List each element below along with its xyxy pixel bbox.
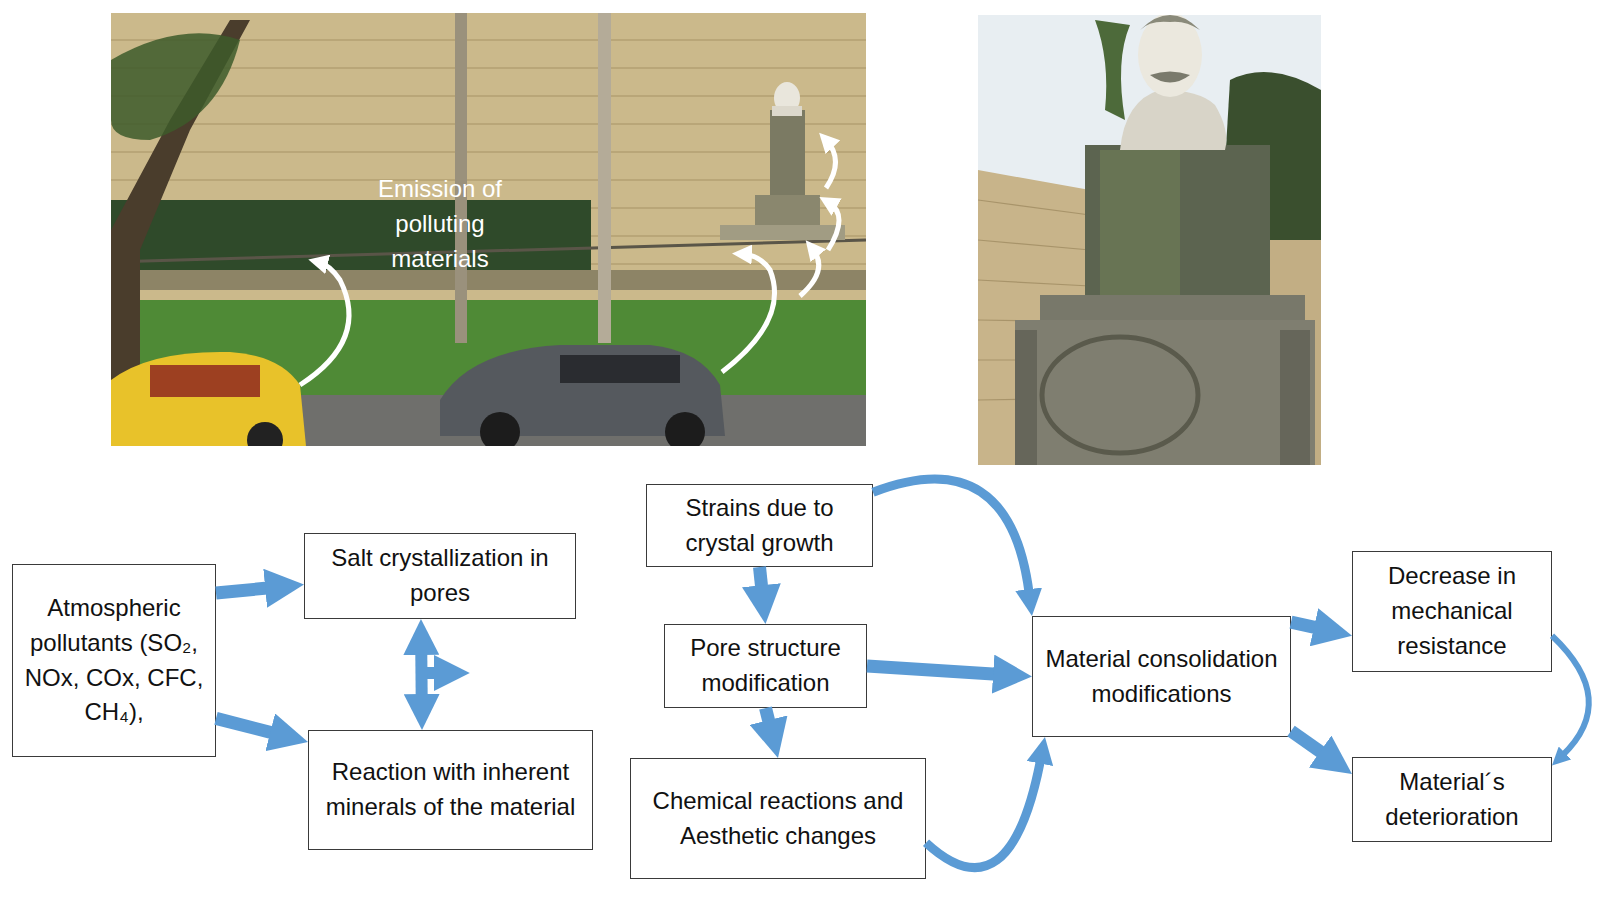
box-label: Atmospheric pollutants (SO₂, NOx, COx, C…: [21, 591, 207, 730]
box-text-group: Reaction with inherent minerals of the m…: [317, 755, 584, 825]
box-label: Pore structure modification: [673, 631, 858, 701]
flow-arrow: [1291, 622, 1322, 629]
box-text-group: Pore structure modification: [673, 631, 858, 701]
box-text-group: Decrease in mechanical resistance: [1361, 559, 1543, 663]
box-text-group: Material consolidation modifications: [1041, 642, 1282, 712]
box-text-group: Strains due to crystal growth: [655, 491, 864, 561]
flow-arrow: [1291, 731, 1327, 756]
process-box: Strains due to crystal growth: [646, 484, 873, 567]
process-box: Salt crystallization in pores: [304, 533, 576, 619]
box-label: Material consolidation modifications: [1041, 642, 1282, 712]
box-label: Chemical reactions and Aesthetic changes: [639, 784, 917, 854]
box-label: Material´s deterioration: [1361, 765, 1543, 835]
process-box: Material´s deterioration: [1352, 757, 1552, 842]
flow-arrow: [760, 567, 763, 593]
flow-arrow: [867, 666, 1001, 675]
monument-photo: [978, 15, 1321, 465]
process-box: Reaction with inherent minerals of the m…: [308, 730, 593, 850]
process-box: Atmospheric pollutants (SO₂, NOx, COx, C…: [12, 564, 216, 757]
street-photo: [111, 13, 866, 446]
flow-arrow: [766, 708, 771, 728]
box-text-group: Material´s deterioration: [1361, 765, 1543, 835]
box-text-group: Salt crystallization in pores: [313, 541, 567, 611]
flow-arrow: [415, 648, 428, 701]
box-label: Reaction with inherent minerals of the m…: [317, 755, 584, 825]
process-box: Material consolidation modifications: [1032, 616, 1291, 737]
box-label: Strains due to crystal growth: [655, 491, 864, 561]
flow-arrow: [1552, 636, 1589, 756]
process-box: Pore structure modification: [664, 624, 867, 708]
flow-arrow: [926, 758, 1041, 867]
box-label: Decrease in mechanical resistance: [1361, 559, 1543, 663]
process-box: Chemical reactions and Aesthetic changes: [630, 758, 926, 879]
box-text-group: Chemical reactions and Aesthetic changes: [639, 784, 917, 854]
flow-arrow: [873, 479, 1029, 594]
box-label: Salt crystallization in pores: [313, 541, 567, 611]
flow-arrow: [216, 588, 273, 593]
box-text-group: Atmospheric pollutants (SO₂, NOx, COx, C…: [21, 591, 207, 730]
flow-arrow: [216, 718, 278, 734]
photo-annotation: Emission of polluting materials: [350, 172, 530, 276]
process-box: Decrease in mechanical resistance: [1352, 551, 1552, 672]
